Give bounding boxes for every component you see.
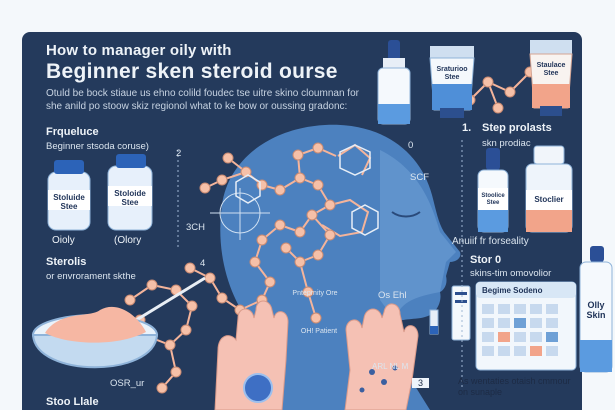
divider-lines [177,140,463,390]
step0-title: Stor 0 [470,254,502,266]
subtitle-line1: Otuld be bock stiaue us ehno colild foud… [46,88,359,99]
right-bottom-note: As wentaties otaish cmmour on sunaple [458,376,571,397]
left-bottle-a [47,160,91,231]
bottom-code: OSR_ur [110,378,145,389]
frequence-sub: Beginner stsoda coruse) [46,141,149,152]
right-bottle-label: Olly Skin [586,300,606,320]
tube-1-label: Sraturioo Stee [436,66,468,81]
vial-label: Stoolice Stee [481,193,505,206]
page-title-line1: How to manager oily with [46,42,232,59]
page-title-line2: Beginner sken steroid ourse [46,60,338,83]
avoid-text: Anuiif fr forseality [452,236,529,247]
right-bottle [579,246,613,373]
code-right: SCF [410,172,429,183]
slim-bottle [451,285,471,341]
crosshair-icon [210,188,270,240]
tube-1 [429,46,475,118]
face-shade [380,150,456,320]
code-left: 3CH [186,222,206,233]
bottle-a-label: Stoluide Stee [53,193,85,211]
jar-label: Stoclier [534,195,564,204]
center-bottom-note: ARL NL M [372,362,409,371]
blue-sphere [243,373,273,403]
step-marker: 2 [176,148,182,159]
probe-label: Pnteprnity Ore [292,290,338,297]
center-bottom-box: 3 [412,378,430,388]
calendar-title: Begime Sodeno [482,286,543,295]
bottom-num: 4 [200,258,206,269]
step1-sub: skn prodiac [482,138,531,149]
step0-sub: skins-tim omovolior [470,268,552,279]
bottle-b-label: Stoloide Stee [114,189,146,207]
left-bottle-b [107,154,153,231]
calendar-grid [475,281,577,371]
oh-label: OH! Patient [300,328,338,335]
hexagon-rings [235,144,379,236]
closed-eye [391,211,421,218]
tube-2-label: Staulace Stee [536,62,566,77]
subtitle-line2: she anild po stoow skiz regionol what to… [46,101,348,112]
code-face: Os Ehl [378,290,407,301]
cream-jar [525,145,573,233]
nail-dots [359,365,398,393]
cream-bowl [31,306,159,369]
frequence-heading: Frqueluce [46,126,99,138]
tube-2 [529,40,573,116]
code-mid: 0 [408,140,414,151]
step1-num: 1. [462,122,472,134]
dropper-bottle [377,40,411,125]
steroids-heading: Sterolis [46,256,87,268]
bottom-label: Stoo Llale [46,396,99,408]
bottle-a-caption: Oioly [52,235,75,246]
bottle-b-caption: (Olory [114,235,142,246]
steroids-sub: or envrorament skthe [46,271,136,282]
step1-title: Step prolasts [482,122,552,134]
test-tube [429,309,439,335]
small-vial [477,148,509,233]
